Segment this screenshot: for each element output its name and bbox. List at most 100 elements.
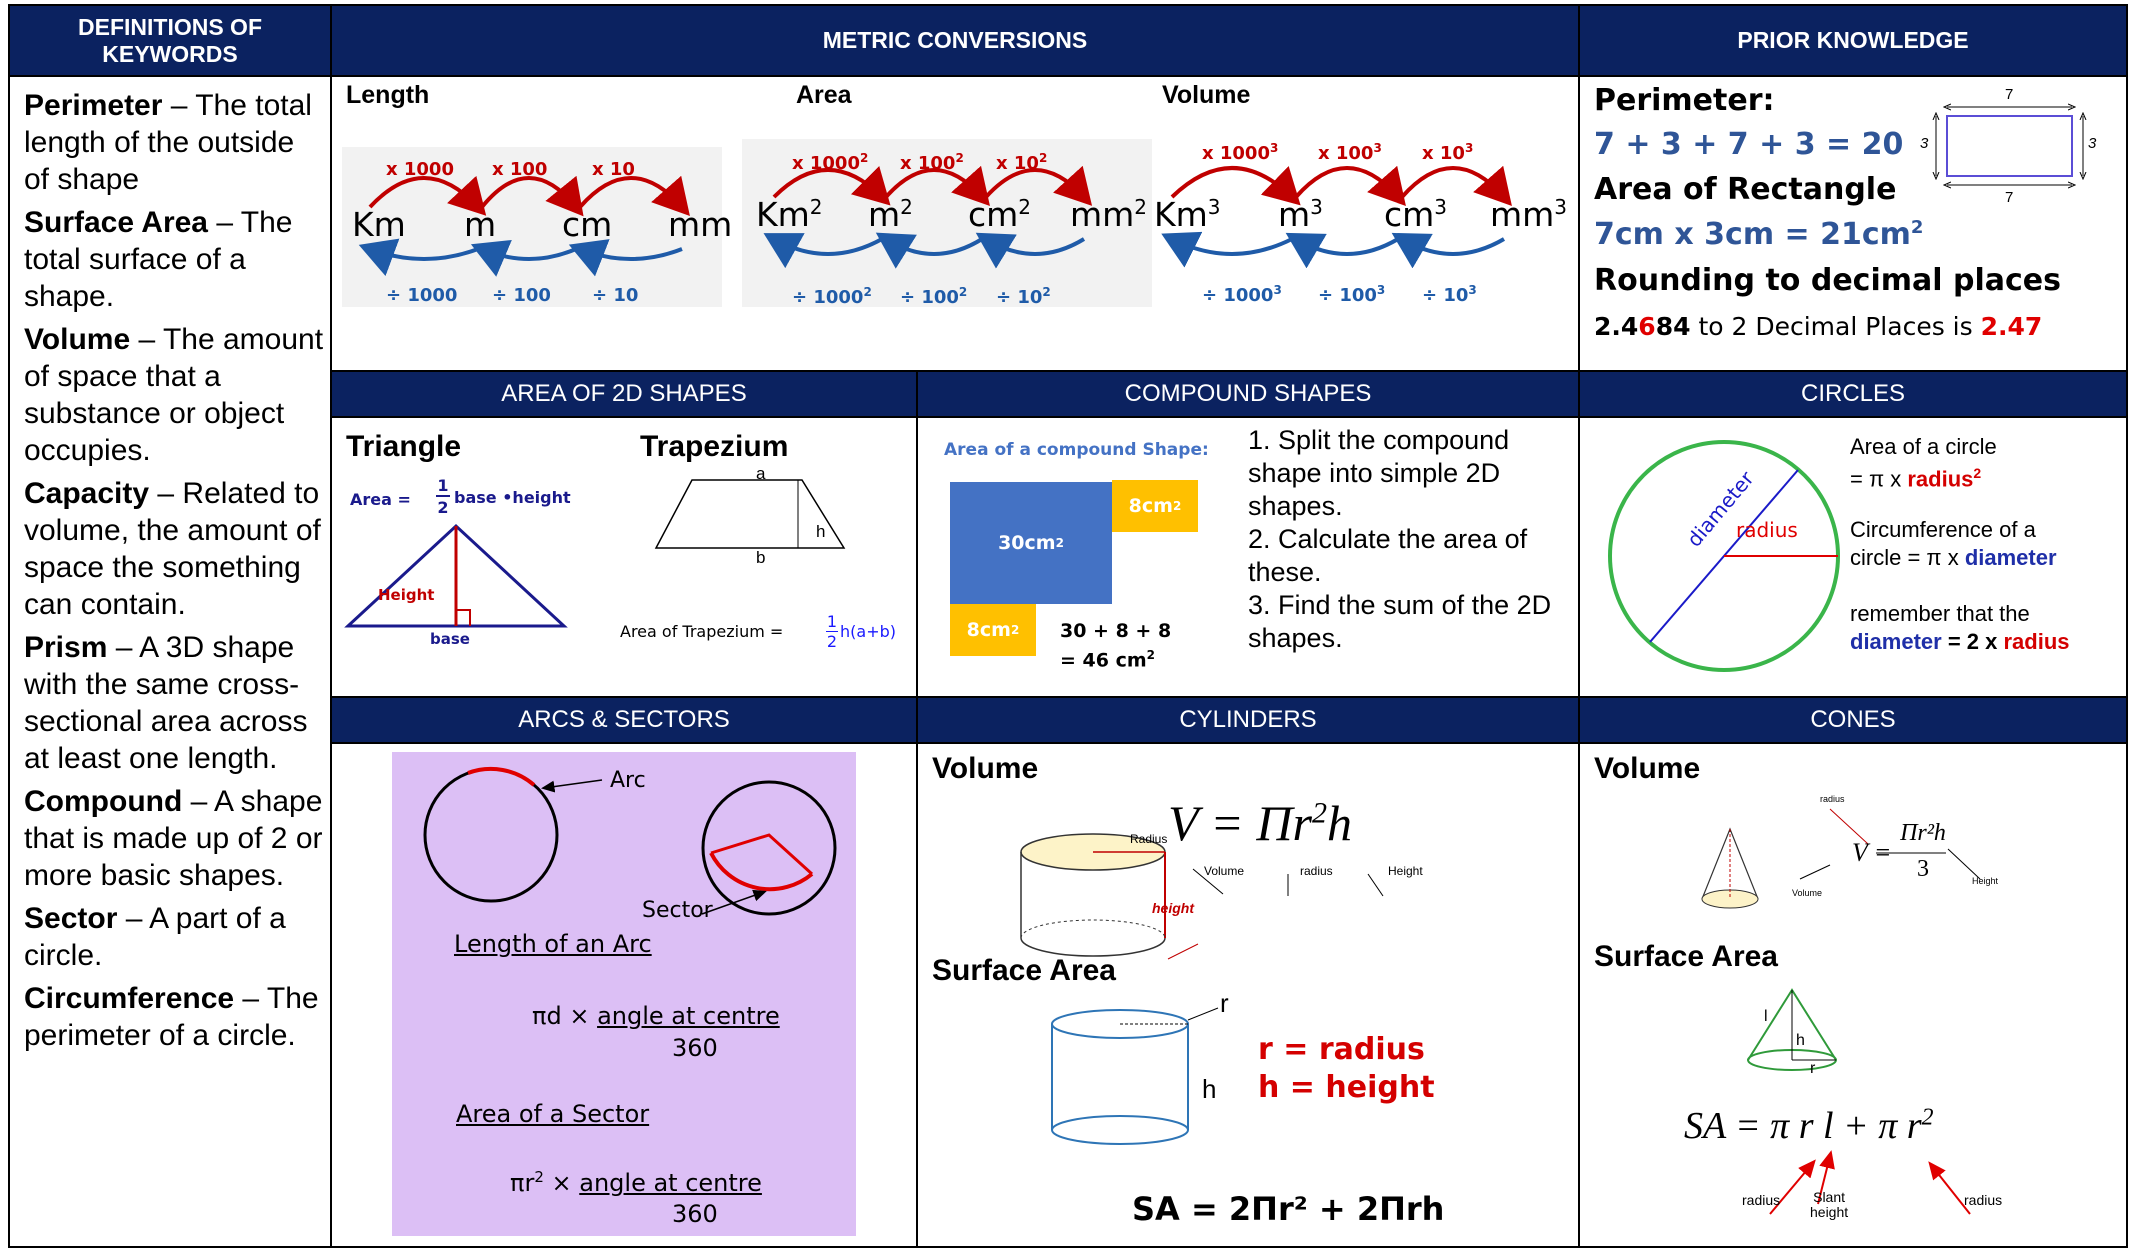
- triangle-frac-den: 2: [437, 498, 449, 517]
- trapezium-formula-label: Area of Trapezium =: [620, 622, 784, 641]
- metric-unit: Km3: [1154, 195, 1221, 234]
- definition-item: Perimeter – The total length of the outs…: [24, 87, 324, 198]
- triangle-frac-num: 1: [436, 476, 450, 497]
- metric-arrows: [358, 165, 1512, 277]
- definition-text: – A shape that is made up of 2 or more b…: [24, 785, 323, 892]
- triangle-diagram: [344, 523, 568, 628]
- metric-multiply-text: x 1000: [1202, 143, 1270, 164]
- metric-multiply-arrow: [368, 175, 487, 216]
- metric-divide-text: ÷ 100: [1318, 285, 1377, 306]
- cone-v: V =: [1852, 838, 1892, 867]
- definition-text: – A part of a circle.: [24, 902, 286, 972]
- header-circles-text: CIRCLES: [1800, 380, 1906, 407]
- sector-angle: angle at centre: [579, 1169, 762, 1197]
- cone-den: 3: [1917, 856, 1929, 882]
- definition-item: Surface Area – The total surface of a sh…: [24, 204, 324, 315]
- header-compound: COMPOUND SHAPES: [916, 370, 1580, 418]
- definition-item: Sector – A part of a circle.: [24, 900, 324, 974]
- sector-mult: ×: [543, 1169, 580, 1197]
- metric-unit-text: m: [1278, 195, 1311, 234]
- definition-text: – The total length of the outside of sha…: [24, 89, 312, 196]
- circle-circ-diameter: diameter: [1964, 545, 2057, 570]
- prior-panel: Perimeter: 7 + 3 + 7 + 3 = 20 Area of Re…: [1578, 75, 2128, 372]
- rect-bottom-label: 7: [2005, 189, 2014, 206]
- metric-divide-power: 3: [1376, 283, 1386, 297]
- cyl-lbl-radius: Radius: [1130, 832, 1168, 846]
- metric-multiply-text: x 100: [492, 159, 548, 180]
- triangle-formula-rest: base •height: [454, 488, 571, 507]
- compound-big-power: 2: [1055, 536, 1064, 550]
- circle-area-line2: = π x radius2: [1850, 460, 1997, 492]
- circle-rem-line1: remember that the: [1850, 601, 2030, 626]
- prior-area-calc-text: 7cm x 3cm = 21cm: [1594, 217, 1911, 252]
- metric-multiply-label: x 102: [996, 151, 1047, 174]
- metric-unit-power: 3: [1434, 195, 1448, 219]
- circle-area-radius: radius: [1907, 466, 1974, 492]
- arc-length-formula: πd × angle at centre: [532, 1002, 780, 1030]
- circle-area-prefix: = π x: [1850, 466, 1908, 492]
- definition-item: Capacity – Related to volume, the amount…: [24, 475, 324, 623]
- rect-left-label: 3: [1920, 135, 1929, 152]
- definition-term: Volume: [24, 323, 131, 356]
- metric-unit-power: 3: [1554, 195, 1568, 219]
- metric-multiply-text: x 10: [996, 153, 1039, 174]
- sector-area-title: Area of a Sector: [456, 1100, 650, 1128]
- metric-multiply-arrow: [984, 165, 1093, 206]
- metric-divide-power: 3: [1273, 283, 1282, 297]
- metric-multiply-text: x 1000: [386, 159, 454, 180]
- metric-multiply-power: 2: [955, 151, 964, 165]
- circle-rem-diameter: diameter: [1850, 629, 1942, 654]
- metric-divide-arrow: [875, 232, 984, 269]
- rounding-part-a: 2.4: [1594, 312, 1639, 341]
- cone-sa-formula-text: SA = π r l + π r: [1684, 1105, 1922, 1147]
- cyl-volume-diagram: [1020, 833, 1384, 960]
- metric-divide-power: 2: [1042, 285, 1051, 299]
- metric-multiply-arrow: [884, 165, 990, 206]
- area2d-panel: Triangle Trapezium Area = 1 2 base •heig…: [330, 416, 918, 698]
- header-area2d: AREA OF 2D SHAPES: [330, 370, 918, 418]
- metric-divide-power: 2: [863, 285, 872, 299]
- cyl-sa-formula: SA = 2Πr² + 2Πrh: [1132, 1190, 1445, 1228]
- metric-unit: cm3: [1384, 195, 1447, 234]
- metric-unit-text: mm: [1490, 195, 1555, 234]
- metric-unit: Km2: [756, 195, 823, 234]
- trapezium-frac-den: 2: [826, 632, 838, 651]
- metric-unit: cm: [562, 205, 612, 244]
- metric-multiply-label: x 10003: [1202, 141, 1278, 164]
- definition-text: – The perimeter of a circle.: [24, 982, 319, 1052]
- sector-power: 2: [534, 1168, 544, 1186]
- compound-bottom-power: 2: [1010, 623, 1020, 637]
- definition-term: Prism: [24, 631, 108, 664]
- prior-area-title: Area of Rectangle: [1594, 172, 1897, 207]
- definitions-list: Perimeter – The total length of the outs…: [24, 87, 324, 1060]
- cyl-lbl-radius2: radius: [1300, 864, 1333, 878]
- metric-unit: m3: [1278, 195, 1323, 234]
- metric-divide-label: ÷ 103: [1422, 283, 1477, 306]
- trapezium-formula-rest: h(a+b): [840, 622, 896, 641]
- compound-sum2-text: = 46 cm: [1060, 649, 1147, 672]
- circle-rem-mid: = 2 x: [1941, 629, 2004, 654]
- metric-divide-text: ÷ 100: [900, 287, 959, 308]
- cyl-sa-diagram: [1051, 1007, 1219, 1145]
- prior-perimeter-title: Perimeter:: [1594, 83, 1775, 118]
- metric-unit-text: cm: [968, 195, 1019, 234]
- metric-multiply-label: x 10002: [792, 151, 868, 174]
- prior-rounding-example: 2.4684 to 2 Decimal Places is 2.47: [1594, 312, 2042, 341]
- metric-divide-label: ÷ 10002: [792, 285, 872, 308]
- metric-divide-label: ÷ 10003: [1202, 283, 1282, 306]
- circle-rem-radius: radius: [2003, 629, 2070, 654]
- circle-rem-line2: diameter = 2 x radius: [1850, 628, 2070, 656]
- definition-text: – The total surface of a shape.: [24, 206, 293, 313]
- metric-multiply-power: 2: [859, 151, 869, 165]
- metric-unit-power: 2: [900, 195, 913, 219]
- metric-divide-label: ÷ 100: [492, 285, 551, 306]
- metric-multiply-label: x 1000: [386, 159, 454, 180]
- header-definitions-text: DEFINITIONS OF KEYWORDS: [78, 13, 262, 67]
- metric-multiply-power: 3: [1464, 141, 1474, 155]
- metric-unit: m2: [868, 195, 913, 234]
- trapezium-diagram: [654, 479, 846, 549]
- definition-item: Circumference – The perimeter of a circl…: [24, 980, 324, 1054]
- compound-step: 1. Split the compound shape into simple …: [1248, 425, 1510, 521]
